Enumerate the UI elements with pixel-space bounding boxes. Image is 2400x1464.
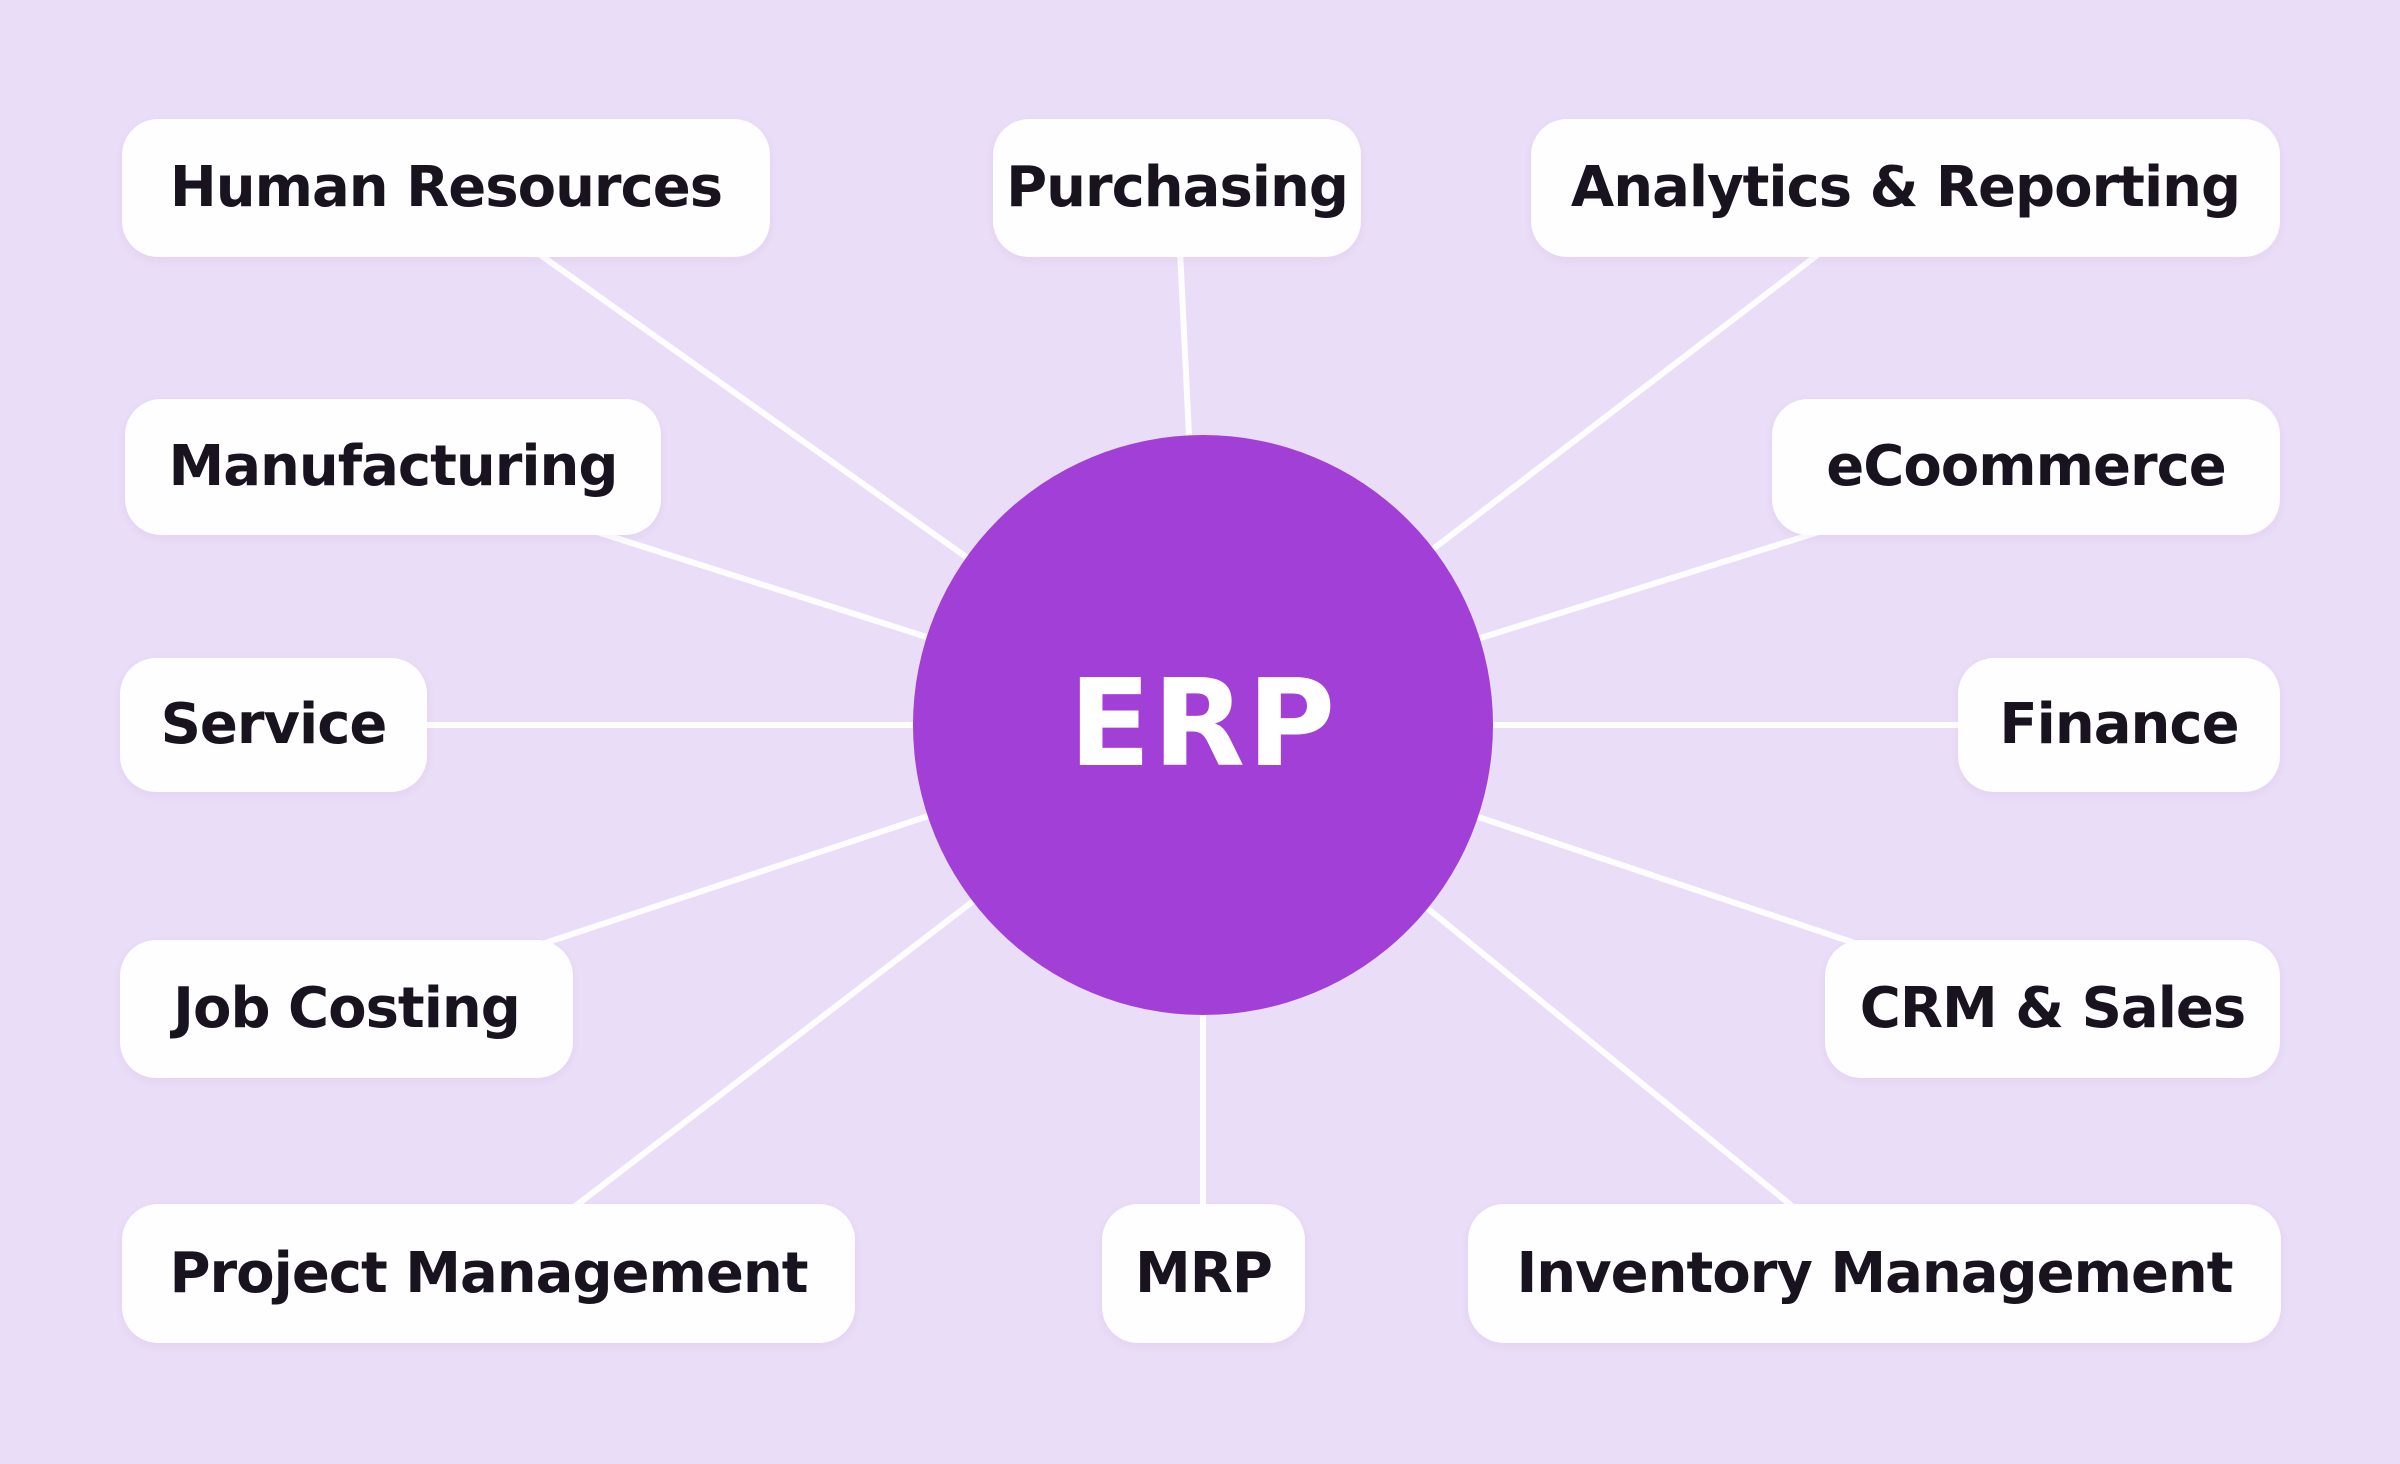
node-mrp-label: MRP bbox=[1135, 1240, 1273, 1306]
node-crm-sales-label: CRM & Sales bbox=[1859, 976, 2246, 1041]
node-human-resources-label: Human Resources bbox=[169, 155, 723, 220]
node-purchasing: Purchasing bbox=[993, 119, 1361, 257]
node-finance-label: Finance bbox=[1999, 692, 2239, 757]
erp-hub-circle: ERP bbox=[913, 435, 1493, 1015]
node-analytics-reporting: Analytics & Reporting bbox=[1531, 119, 2280, 257]
node-manufacturing-label: Manufacturing bbox=[168, 434, 619, 499]
node-job-costing: Job Costing bbox=[120, 940, 573, 1078]
node-crm-sales: CRM & Sales bbox=[1825, 940, 2280, 1078]
node-service: Service bbox=[120, 658, 427, 792]
node-inventory-management-label: Inventory Management bbox=[1516, 1240, 2233, 1306]
node-project-management-label: Project Management bbox=[169, 1240, 809, 1306]
node-analytics-reporting-label: Analytics & Reporting bbox=[1570, 155, 2241, 220]
node-project-management: Project Management bbox=[122, 1204, 855, 1343]
node-mrp: MRP bbox=[1102, 1204, 1305, 1343]
node-human-resources: Human Resources bbox=[122, 119, 770, 257]
node-purchasing-label: Purchasing bbox=[1006, 155, 1349, 220]
erp-hub-label: ERP bbox=[1068, 655, 1338, 794]
node-service-label: Service bbox=[160, 692, 388, 757]
node-job-costing-label: Job Costing bbox=[173, 976, 521, 1041]
node-finance: Finance bbox=[1958, 658, 2280, 792]
node-ecoommerce: eCoommerce bbox=[1772, 399, 2280, 535]
node-ecoommerce-label: eCoommerce bbox=[1826, 434, 2226, 499]
node-manufacturing: Manufacturing bbox=[125, 399, 661, 535]
node-inventory-management: Inventory Management bbox=[1468, 1204, 2281, 1343]
